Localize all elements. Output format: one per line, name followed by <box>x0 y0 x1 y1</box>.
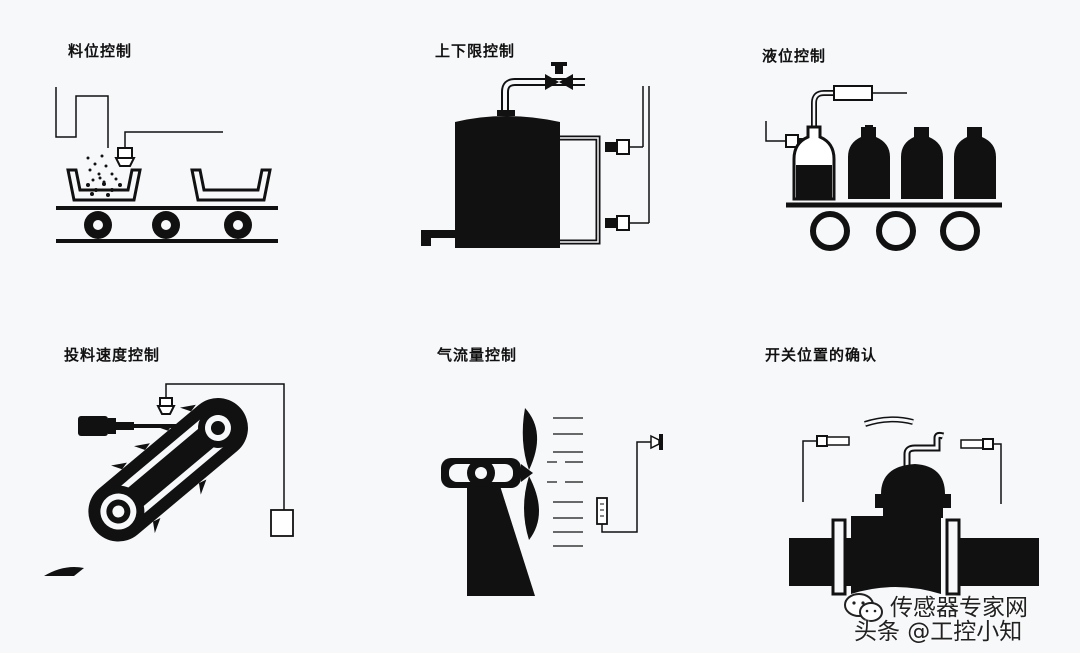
wechat-logo-icon <box>844 593 883 622</box>
airflow-lines <box>547 417 583 547</box>
panel-switch-position-confirmation: 开关位置的确认 <box>765 344 1080 644</box>
panel-liquid-level-control: 液位控制 <box>762 45 1080 345</box>
fan-stand <box>467 470 535 596</box>
pipe-right <box>953 538 1039 586</box>
conveyor-rollers <box>84 211 252 239</box>
inclined-belt-conveyor <box>88 397 248 542</box>
switch-position-illustration <box>789 416 1039 596</box>
limit-control-illustration <box>421 62 650 248</box>
upper-limit-sensor-icon <box>605 139 643 155</box>
panel-title: 投料速度控制 <box>64 346 161 364</box>
fan-blade-top <box>522 408 538 470</box>
tank-outlet-tap <box>421 230 455 246</box>
valve-icon <box>545 62 573 90</box>
flange-right <box>945 518 961 596</box>
right-position-sensor-icon <box>960 438 994 450</box>
tank-body <box>455 116 560 248</box>
tank-inlet-cap <box>497 110 515 116</box>
watermark: 传感器专家网 头条 @工控小知 <box>838 584 1074 645</box>
sensor-cable <box>124 131 223 150</box>
airflow-illustration <box>441 408 663 596</box>
hopper-outline <box>55 87 109 148</box>
container-filled <box>66 168 142 202</box>
valve-bonnet <box>881 464 945 494</box>
valve-body <box>851 516 941 594</box>
panel-material-level-control: 料位控制 <box>55 40 398 340</box>
feeding-speed-illustration <box>44 383 294 576</box>
panel-title: 开关位置的确认 <box>765 346 878 364</box>
panel-upper-lower-limit-control: 上下限控制 <box>421 40 765 340</box>
speed-sensor-icon <box>156 397 176 415</box>
panel-feeding-speed-control: 投料速度控制 <box>44 344 394 644</box>
material-pile <box>44 567 84 576</box>
level-sensor-icon <box>114 147 136 167</box>
liquid-level-illustration <box>765 85 1002 251</box>
left-position-sensor-icon <box>816 435 850 447</box>
bottles <box>792 125 996 201</box>
watermark-author: 头条 @工控小知 <box>854 619 1023 645</box>
airflow-sensor-icon <box>596 497 608 525</box>
fan-blade-bottom <box>524 476 539 540</box>
container-empty <box>190 168 272 202</box>
panel-airflow-control: 气流量控制 <box>437 344 767 644</box>
panel-title: 上下限控制 <box>435 42 516 60</box>
conveyor-wheels <box>810 211 980 251</box>
horn-icon <box>650 434 663 450</box>
filler-valve <box>833 85 873 101</box>
panel-title: 料位控制 <box>68 42 133 60</box>
material-level-illustration <box>55 87 278 243</box>
lower-limit-sensor-icon <box>605 215 649 231</box>
signal-box <box>270 509 294 537</box>
panel-title: 气流量控制 <box>437 346 518 364</box>
flange-left <box>831 518 847 596</box>
watermark-site-name: 传感器专家网 <box>890 595 1028 621</box>
panel-title: 液位控制 <box>762 47 827 65</box>
sight-gauge <box>560 135 601 245</box>
